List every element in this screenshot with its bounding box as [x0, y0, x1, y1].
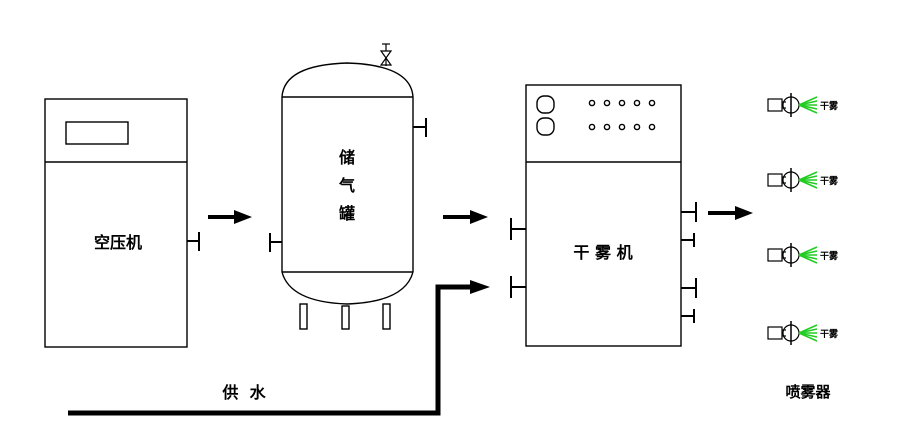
gauge-icon — [536, 117, 555, 136]
compressor-label: 空压机 — [94, 233, 142, 252]
air-compressor — [44, 98, 200, 348]
water-supply-label: 供 水 — [221, 383, 266, 402]
tank-label-3: 罐 — [338, 204, 355, 223]
arrow-icon — [443, 210, 488, 224]
gauge-icon — [536, 95, 555, 114]
nozzle-tag-label: 干雾 — [820, 250, 839, 262]
nozzle-tag-label: 干雾 — [820, 175, 839, 187]
spray-nozzle-icon: 干雾 — [767, 168, 839, 192]
tank-label-1: 储 — [338, 148, 355, 167]
tank-label-2: 气 — [338, 176, 355, 195]
nozzle-tag-label: 干雾 — [820, 100, 839, 112]
sprayer-label: 喷雾器 — [785, 383, 831, 401]
safety-valve-icon — [379, 43, 393, 66]
spray-nozzle-icon: 干雾 — [767, 93, 839, 117]
arrow-icon — [708, 206, 753, 220]
compressor-display-panel — [65, 121, 129, 145]
nozzle-tag-label: 干雾 — [820, 328, 839, 340]
air-storage-tank — [269, 62, 427, 330]
water-supply-pipe — [68, 280, 490, 416]
spray-nozzle-icon: 干雾 — [767, 243, 839, 267]
dry-fog-label: 干 雾 机 — [573, 243, 632, 262]
dry-fog-machine — [510, 84, 697, 347]
arrow-icon — [208, 210, 252, 224]
spray-nozzle-icon: 干雾 — [767, 321, 839, 345]
